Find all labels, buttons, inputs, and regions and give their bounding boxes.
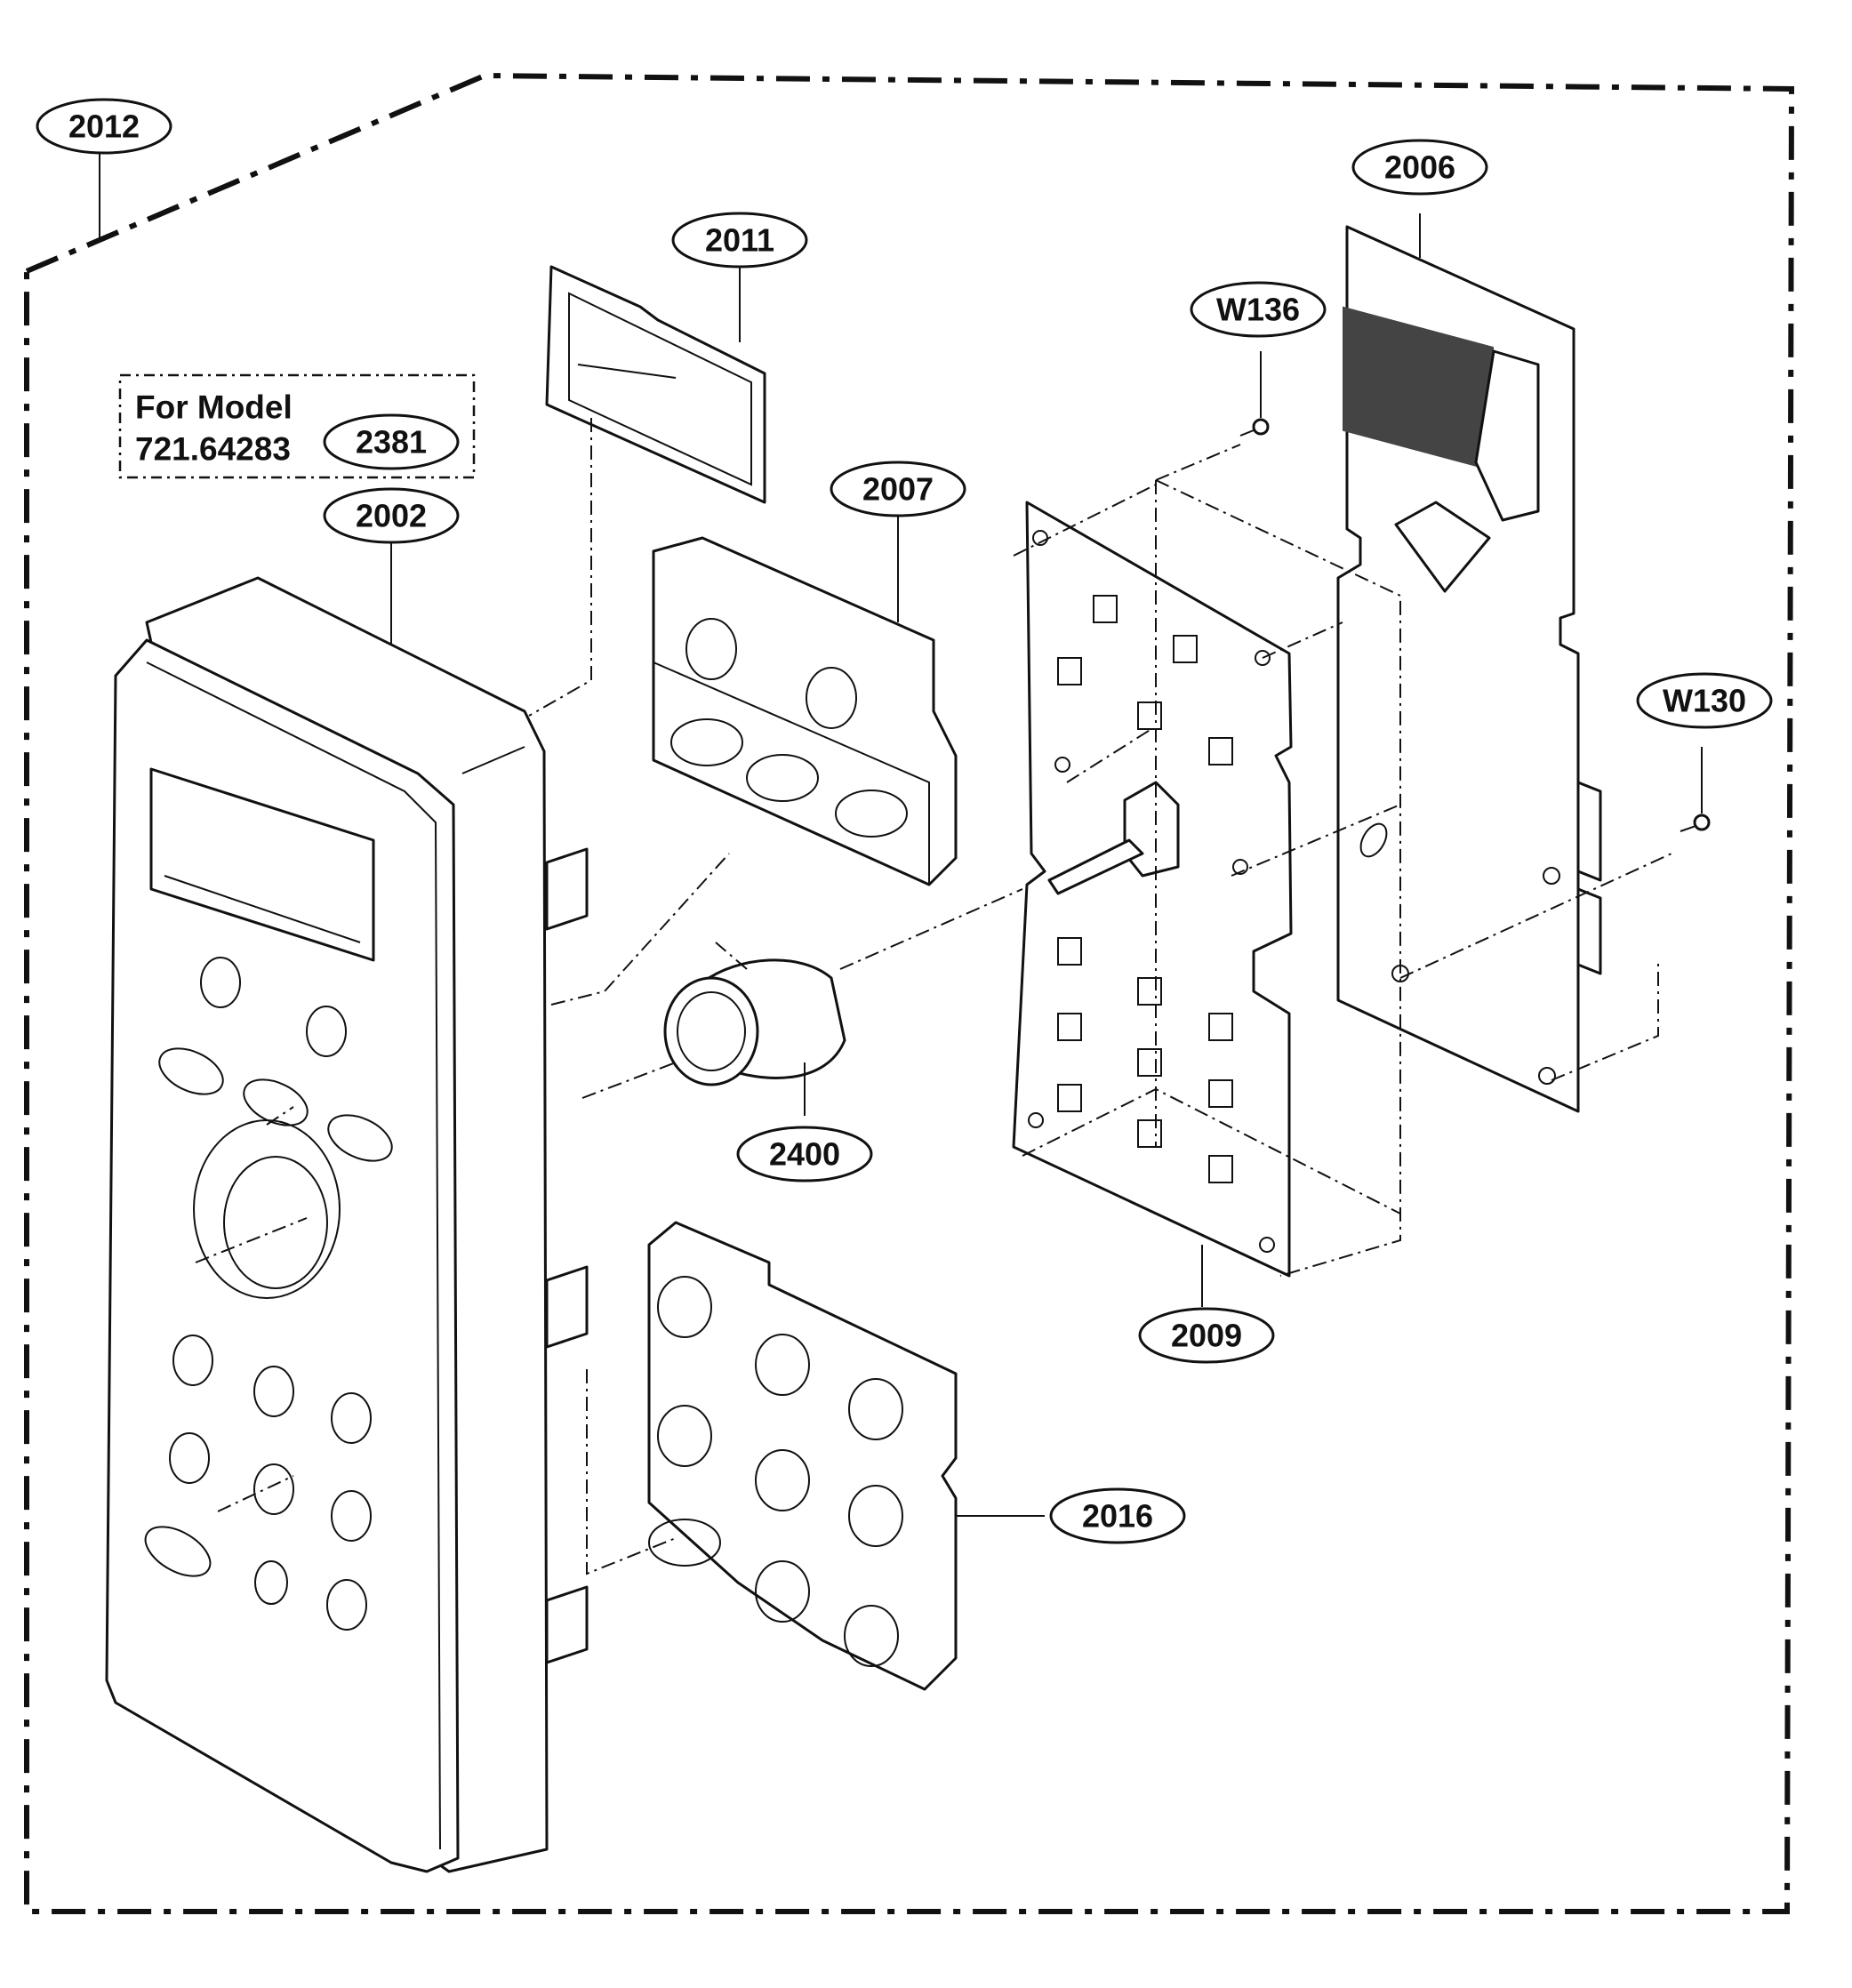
- callout-label: 2011: [705, 222, 774, 259]
- screw-w136: [1239, 418, 1270, 437]
- leader-lines: [99, 151, 1703, 1517]
- callout-2012: 2012: [36, 98, 172, 155]
- button-holder-2007: [652, 536, 958, 886]
- callout-2006: 2006: [1351, 139, 1488, 196]
- callout-w130: W130: [1636, 672, 1773, 729]
- callout-2011: 2011: [671, 212, 808, 269]
- assembly-boundary-2012: [24, 72, 1795, 1914]
- knob-2400: [663, 958, 846, 1086]
- screw-w130: [1680, 814, 1711, 832]
- note-line-2: 721.64283: [135, 431, 291, 468]
- callout-2007: 2007: [830, 461, 966, 517]
- callout-2016: 2016: [1049, 1487, 1186, 1544]
- callout-2400: 2400: [736, 1126, 873, 1182]
- callout-label: 2381: [356, 424, 427, 461]
- control-panel-housing-2002: [105, 576, 589, 1873]
- callout-label: 2016: [1082, 1498, 1153, 1535]
- callout-label: 2007: [862, 471, 934, 508]
- note-line-1: For Model: [135, 389, 293, 426]
- callout-2381: 2381: [323, 413, 460, 470]
- callout-label: 2400: [769, 1136, 840, 1173]
- callout-label: 2009: [1171, 1318, 1242, 1354]
- callout-2002: 2002: [323, 487, 460, 544]
- callout-label: W136: [1216, 292, 1300, 328]
- pcb-2009: [1012, 501, 1293, 1278]
- assembly-guide-lines: [195, 418, 1672, 1575]
- main-pcb-2006: [1336, 225, 1602, 1113]
- button-holder-2016: [647, 1221, 958, 1691]
- callout-2009: 2009: [1138, 1307, 1275, 1364]
- callout-label: 2002: [356, 498, 427, 534]
- display-window-2011: [545, 265, 766, 504]
- callout-label: 2006: [1384, 149, 1455, 186]
- callout-w136: W136: [1190, 281, 1327, 338]
- callout-label: 2012: [68, 108, 140, 145]
- callout-label: W130: [1663, 683, 1746, 719]
- model-note: For Model 721.64283: [118, 373, 476, 479]
